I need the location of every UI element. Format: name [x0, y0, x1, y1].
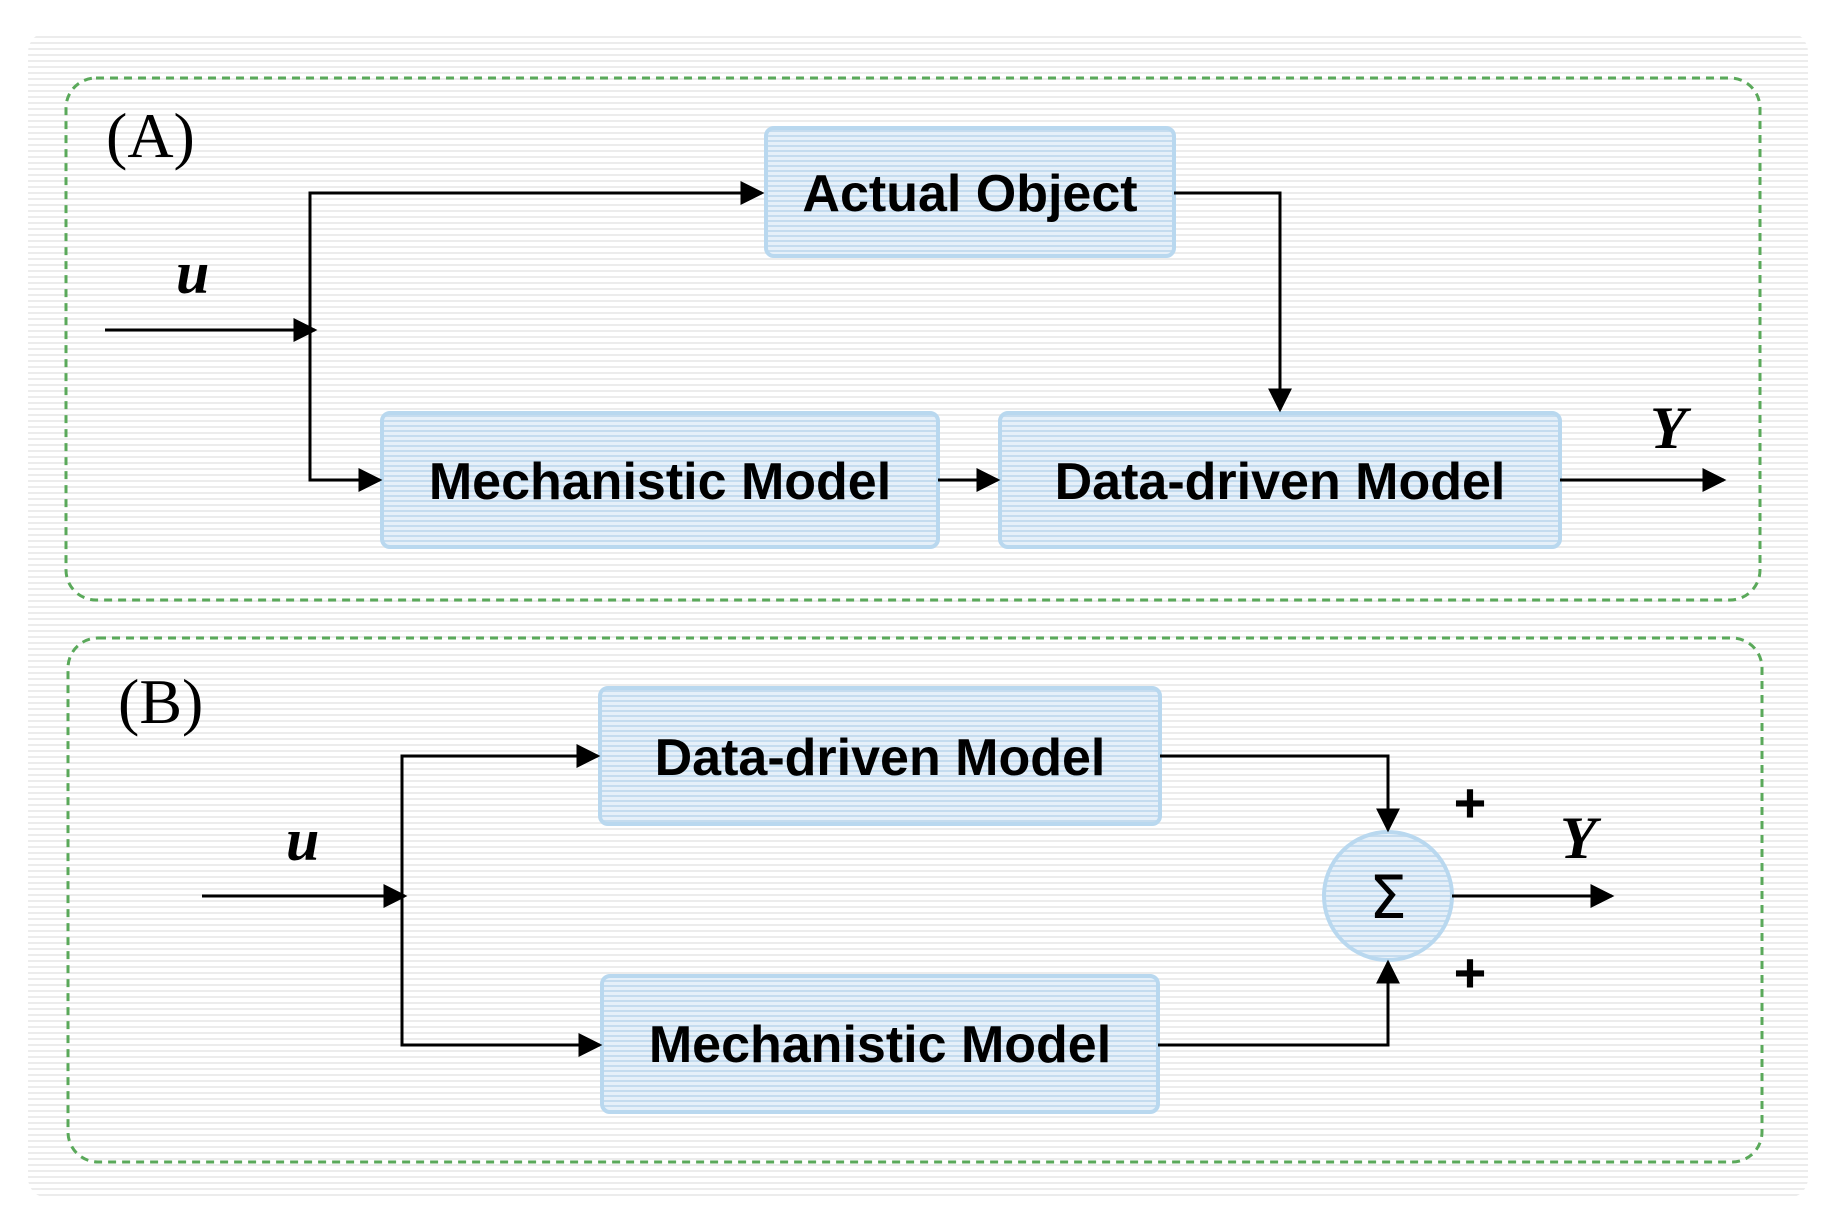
plus-sign-bottom: + [1454, 941, 1487, 1004]
actual-object-to-data-driven-wire [1174, 191, 1292, 413]
mechanistic-model-label-b: Mechanistic Model [649, 1016, 1111, 1074]
panel-b-frame [66, 636, 1764, 1164]
mechanistic-model-label: Mechanistic Model [429, 453, 891, 511]
output-variable-label: Y [1650, 395, 1692, 461]
panel-b: (B) Data-driven Model Mechanistic Model … [66, 636, 1764, 1164]
panel-a: (A) Actual Object Mechanistic Model Data… [64, 76, 1762, 602]
data-driven-model-block-b: Data-driven Model [598, 686, 1162, 826]
actual-object-block: Actual Object [764, 126, 1176, 258]
panel-a-label: (A) [106, 100, 195, 171]
mechanistic-model-block-b: Mechanistic Model [600, 974, 1160, 1114]
plus-sign-top: + [1454, 771, 1487, 834]
data-driven-model-label-b: Data-driven Model [655, 729, 1106, 787]
branch-to-mechanistic-b [400, 896, 603, 1057]
summing-symbol: Σ [1369, 863, 1407, 933]
data-driven-model-block: Data-driven Model [998, 411, 1562, 549]
panel-a-frame [64, 76, 1762, 602]
actual-object-label: Actual Object [802, 165, 1137, 223]
summing-junction: Σ [1322, 830, 1454, 962]
data-driven-to-summer-wire [1160, 754, 1400, 833]
mechanistic-to-summer-wire [1158, 959, 1400, 1047]
input-variable-label: u [176, 240, 209, 306]
mechanistic-model-block: Mechanistic Model [380, 411, 940, 549]
data-driven-model-label: Data-driven Model [1055, 453, 1506, 511]
branch-to-mechanistic-model [308, 330, 383, 492]
input-variable-label-b: u [286, 807, 319, 873]
output-variable-label-b: Y [1560, 805, 1602, 871]
panel-b-label: (B) [118, 666, 203, 737]
